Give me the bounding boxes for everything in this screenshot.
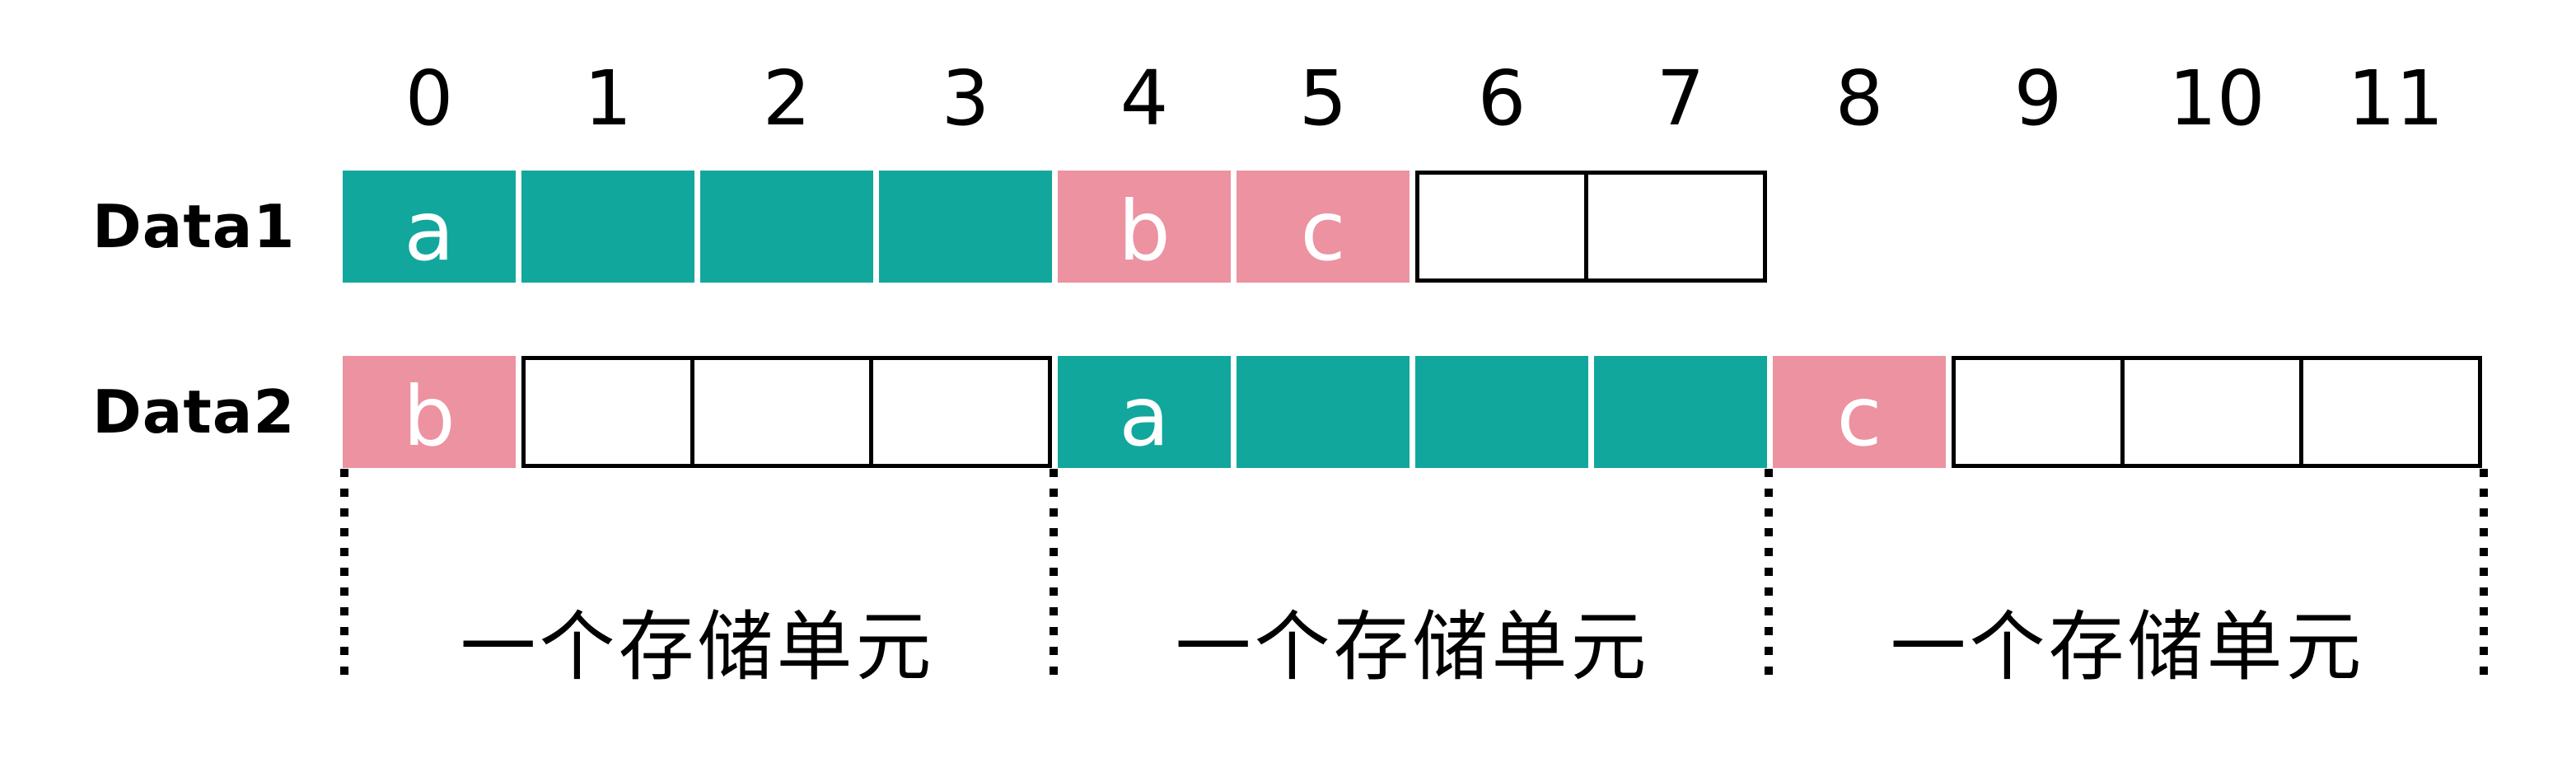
unit-divider-line (1050, 469, 1058, 686)
memory-cell (1415, 356, 1588, 468)
memory-cell (869, 356, 1052, 468)
memory-cell (1952, 356, 2125, 468)
memory-cell: b (1058, 171, 1231, 283)
memory-cell (1584, 171, 1767, 283)
column-label-3: 3 (941, 54, 990, 143)
column-label-8: 8 (1835, 54, 1884, 143)
column-label-2: 2 (762, 54, 811, 143)
unit-divider-line (340, 469, 348, 686)
memory-cell: b (343, 356, 516, 468)
column-label-1: 1 (583, 54, 633, 143)
storage-unit-label: 一个存储单元 (1890, 602, 2365, 691)
memory-cell (521, 171, 694, 283)
cell-letter: b (1118, 183, 1171, 279)
column-label-10: 10 (2168, 54, 2265, 143)
storage-unit-label: 一个存储单元 (460, 602, 935, 691)
cell-letter: b (403, 368, 456, 465)
column-label-9: 9 (2013, 54, 2063, 143)
column-label-5: 5 (1298, 54, 1348, 143)
memory-cell (1594, 356, 1767, 468)
memory-cell (700, 171, 873, 283)
column-label-4: 4 (1120, 54, 1169, 143)
row-label-data2: Data2 (92, 377, 296, 447)
cell-letter: a (404, 183, 455, 279)
memory-cell (879, 171, 1052, 283)
memory-cell: c (1237, 171, 1410, 283)
unit-divider-line (2480, 469, 2488, 686)
cell-letter: c (1836, 368, 1882, 465)
cell-letter: c (1300, 183, 1346, 279)
memory-cell (1415, 171, 1588, 283)
column-label-7: 7 (1656, 54, 1705, 143)
memory-cell: c (1773, 356, 1946, 468)
memory-cell (521, 356, 694, 468)
memory-cell (690, 356, 873, 468)
unit-divider-line (1765, 469, 1773, 686)
column-label-6: 6 (1477, 54, 1526, 143)
storage-unit-label: 一个存储单元 (1175, 602, 1650, 691)
memory-cell (2299, 356, 2482, 468)
column-label-0: 0 (404, 54, 454, 143)
memory-cell: a (1058, 356, 1231, 468)
memory-cell (2120, 356, 2303, 468)
memory-cell: a (343, 171, 516, 283)
memory-cell (1237, 356, 1410, 468)
column-label-11: 11 (2347, 54, 2444, 143)
cell-letter: a (1119, 368, 1170, 465)
row-label-data1: Data1 (92, 192, 296, 261)
